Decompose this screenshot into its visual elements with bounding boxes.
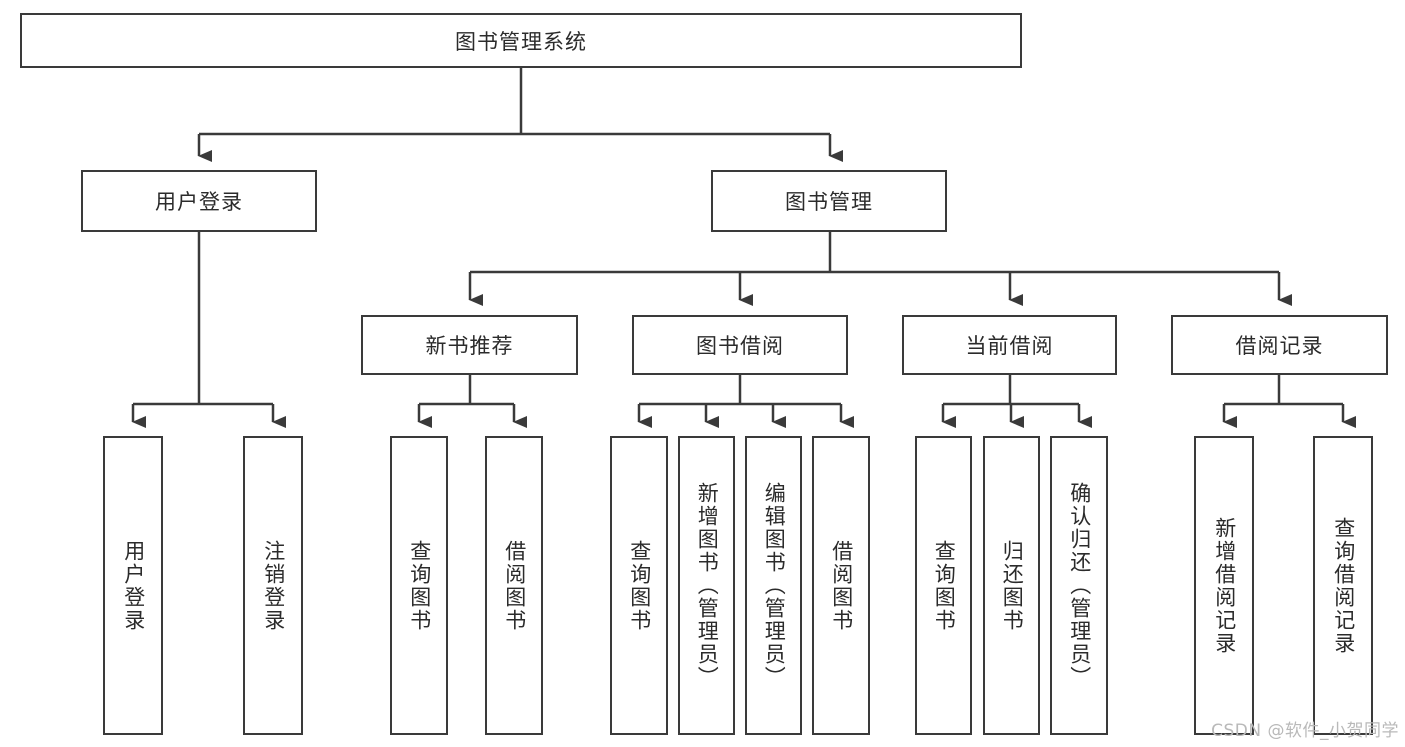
node-leaf-query-borrow-record[interactable]: 查询借阅记录 (1313, 436, 1373, 735)
node-borrow-record-label: 借阅记录 (1235, 334, 1324, 358)
node-current-borrow[interactable]: 当前借阅 (902, 315, 1117, 375)
node-leaf-borrow-book[interactable]: 借阅图书 (812, 436, 870, 735)
node-leaf-edit-book-admin-label-2: （管理员） (762, 574, 787, 689)
node-leaf-add-book-admin-label-2: （管理员） (695, 574, 720, 689)
node-leaf-user-login[interactable]: 用户登录 (103, 436, 163, 735)
node-leaf-add-borrow-record-label: 新增借阅记录 (1212, 516, 1237, 655)
node-leaf-query-book-current-label: 查询图书 (932, 539, 957, 632)
node-leaf-logout[interactable]: 注销登录 (243, 436, 303, 735)
node-leaf-user-login-label: 用户登录 (121, 539, 146, 632)
node-leaf-add-borrow-record[interactable]: 新增借阅记录 (1194, 436, 1254, 735)
node-leaf-query-book-borrow[interactable]: 查询图书 (610, 436, 668, 735)
node-new-book-recommend-label: 新书推荐 (425, 334, 514, 358)
node-root[interactable]: 图书管理系统 (20, 13, 1022, 68)
node-current-borrow-label: 当前借阅 (965, 334, 1054, 358)
node-leaf-edit-book-admin-label-1: 编辑图书 (762, 482, 787, 574)
node-leaf-confirm-return-admin-label-2: （管理员） (1067, 574, 1092, 689)
node-leaf-borrow-book-label: 借阅图书 (829, 539, 854, 632)
node-leaf-logout-label: 注销登录 (261, 539, 286, 632)
node-leaf-return-book-label: 归还图书 (1000, 539, 1025, 632)
node-leaf-return-book[interactable]: 归还图书 (983, 436, 1040, 735)
node-leaf-confirm-return-admin[interactable]: 确认归还 （管理员） (1050, 436, 1108, 735)
node-new-book-recommend[interactable]: 新书推荐 (361, 315, 578, 375)
node-leaf-add-book-admin[interactable]: 新增图书 （管理员） (678, 436, 735, 735)
node-leaf-add-book-admin-label-1: 新增图书 (695, 482, 720, 574)
node-leaf-borrow-book-recommend[interactable]: 借阅图书 (485, 436, 543, 735)
node-leaf-borrow-book-recommend-label: 借阅图书 (502, 539, 527, 632)
node-leaf-confirm-return-admin-label-1: 确认归还 (1067, 482, 1092, 574)
node-root-label: 图书管理系统 (455, 29, 587, 54)
node-leaf-query-book-recommend-label: 查询图书 (407, 539, 432, 632)
node-user-login-label: 用户登录 (155, 190, 243, 214)
node-leaf-query-book-current[interactable]: 查询图书 (915, 436, 972, 735)
csdn-watermark: CSDN @软件_小贺同学 (1211, 721, 1399, 741)
node-book-manage-label: 图书管理 (785, 190, 873, 214)
node-leaf-edit-book-admin[interactable]: 编辑图书 （管理员） (745, 436, 802, 735)
node-leaf-query-book-borrow-label: 查询图书 (627, 539, 652, 632)
node-book-borrow-label: 图书借阅 (696, 334, 784, 358)
node-leaf-query-borrow-record-label: 查询借阅记录 (1331, 516, 1356, 655)
node-borrow-record[interactable]: 借阅记录 (1171, 315, 1388, 375)
node-user-login[interactable]: 用户登录 (81, 170, 317, 232)
node-book-manage[interactable]: 图书管理 (711, 170, 947, 232)
node-book-borrow[interactable]: 图书借阅 (632, 315, 848, 375)
node-leaf-query-book-recommend[interactable]: 查询图书 (390, 436, 448, 735)
